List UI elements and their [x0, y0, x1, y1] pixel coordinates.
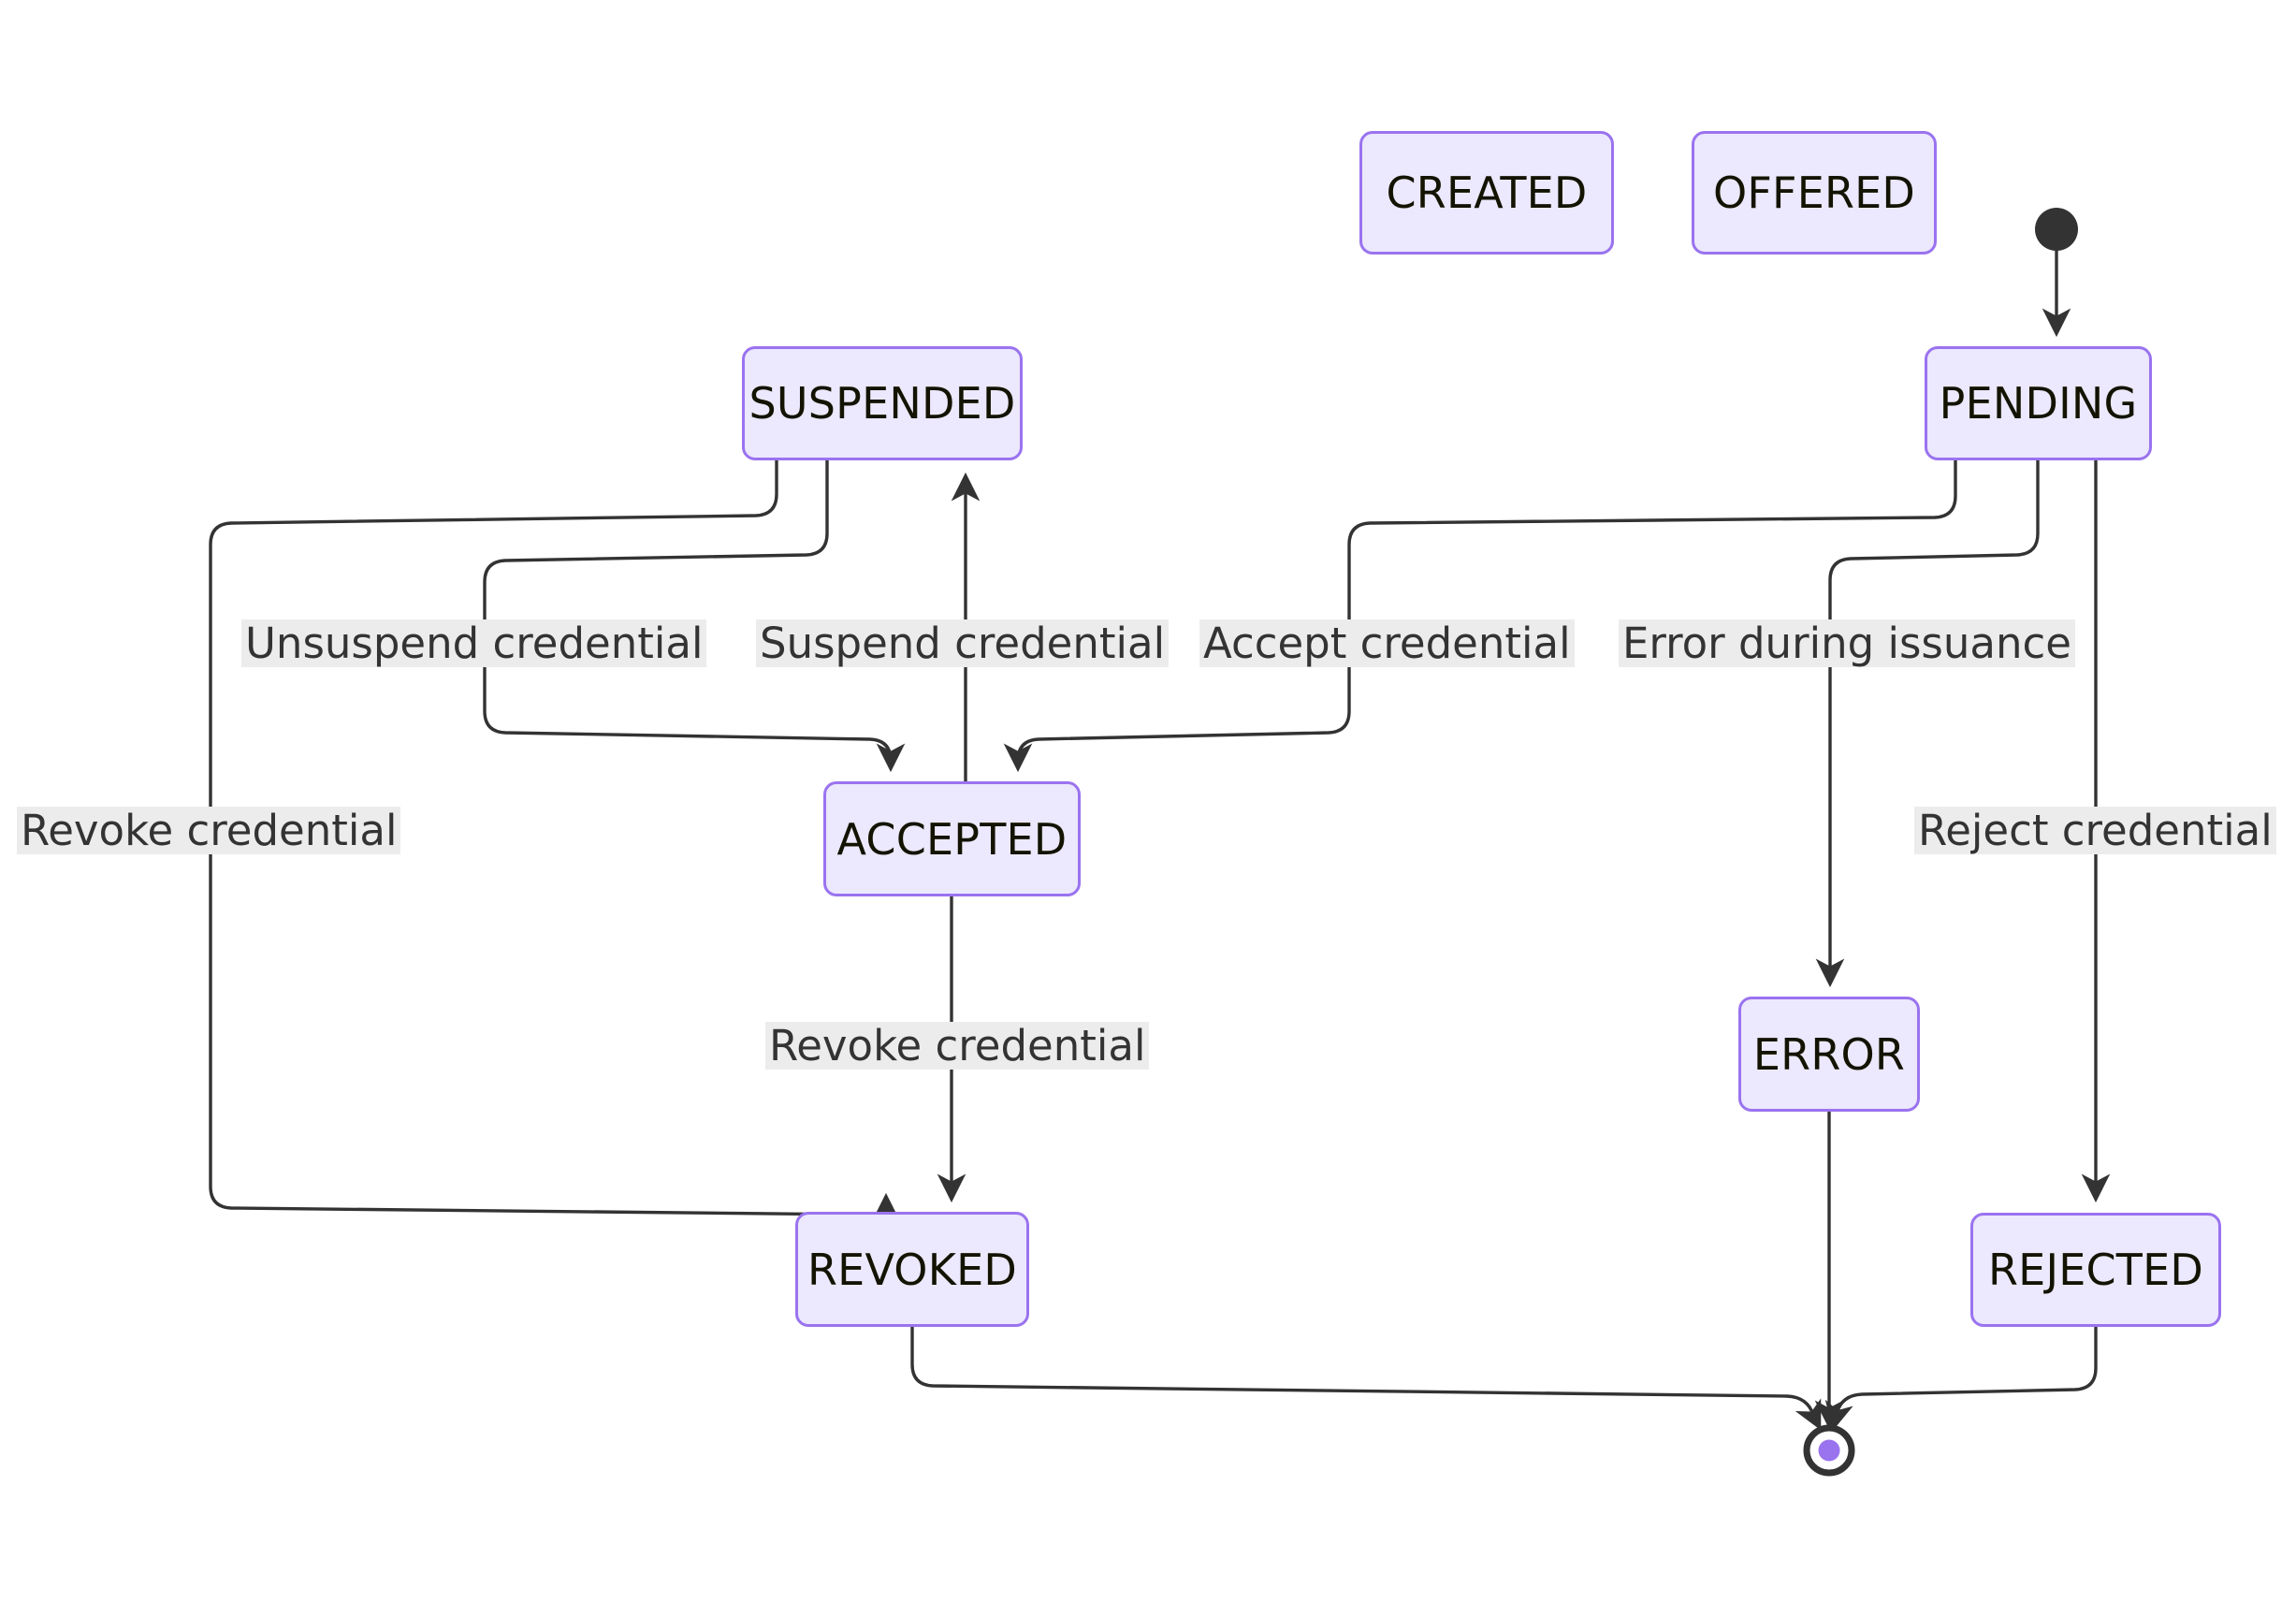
start-state-icon [2035, 208, 2078, 251]
edge-label-unsuspend-credential: Unsuspend credential [241, 619, 707, 668]
state-node-suspended[interactable]: SUSPENDED [742, 346, 1023, 460]
edge-revoked-to-end [910, 1325, 1822, 1431]
end-state-inner-dot [1818, 1439, 1840, 1462]
edge-pending-to-error [1815, 459, 2040, 988]
state-node-accepted[interactable]: ACCEPTED [823, 781, 1081, 896]
state-node-error[interactable]: ERROR [1738, 997, 1920, 1112]
edge-label-error-during-issuance: Error during issuance [1619, 619, 2075, 668]
state-label: ERROR [1752, 1028, 1906, 1080]
state-label: REVOKED [807, 1244, 1017, 1295]
state-label: PENDING [1939, 378, 2138, 429]
edge-label-revoke-credential-accepted: Revoke credential [765, 1022, 1150, 1070]
state-label: ACCEPTED [836, 813, 1068, 865]
state-label: REJECTED [1988, 1245, 2203, 1295]
state-node-created[interactable]: CREATED [1359, 131, 1614, 255]
state-label: CREATED [1386, 167, 1588, 218]
edge-label-accept-credential: Accept credential [1199, 619, 1575, 668]
state-node-rejected[interactable]: REJECTED [1970, 1213, 2221, 1327]
edge-label-revoke-credential-suspended: Revoke credential [17, 807, 401, 855]
state-label: SUSPENDED [748, 378, 1016, 429]
state-node-offered[interactable]: OFFERED [1692, 131, 1937, 255]
edge-label-suspend-credential: Suspend credential [756, 619, 1170, 668]
edge-label-reject-credential: Reject credential [1914, 807, 2276, 855]
state-label: OFFERED [1712, 167, 1916, 218]
state-node-revoked[interactable]: REVOKED [795, 1212, 1029, 1327]
state-node-pending[interactable]: PENDING [1925, 346, 2152, 460]
edge-rejected-to-end [1824, 1325, 2098, 1431]
